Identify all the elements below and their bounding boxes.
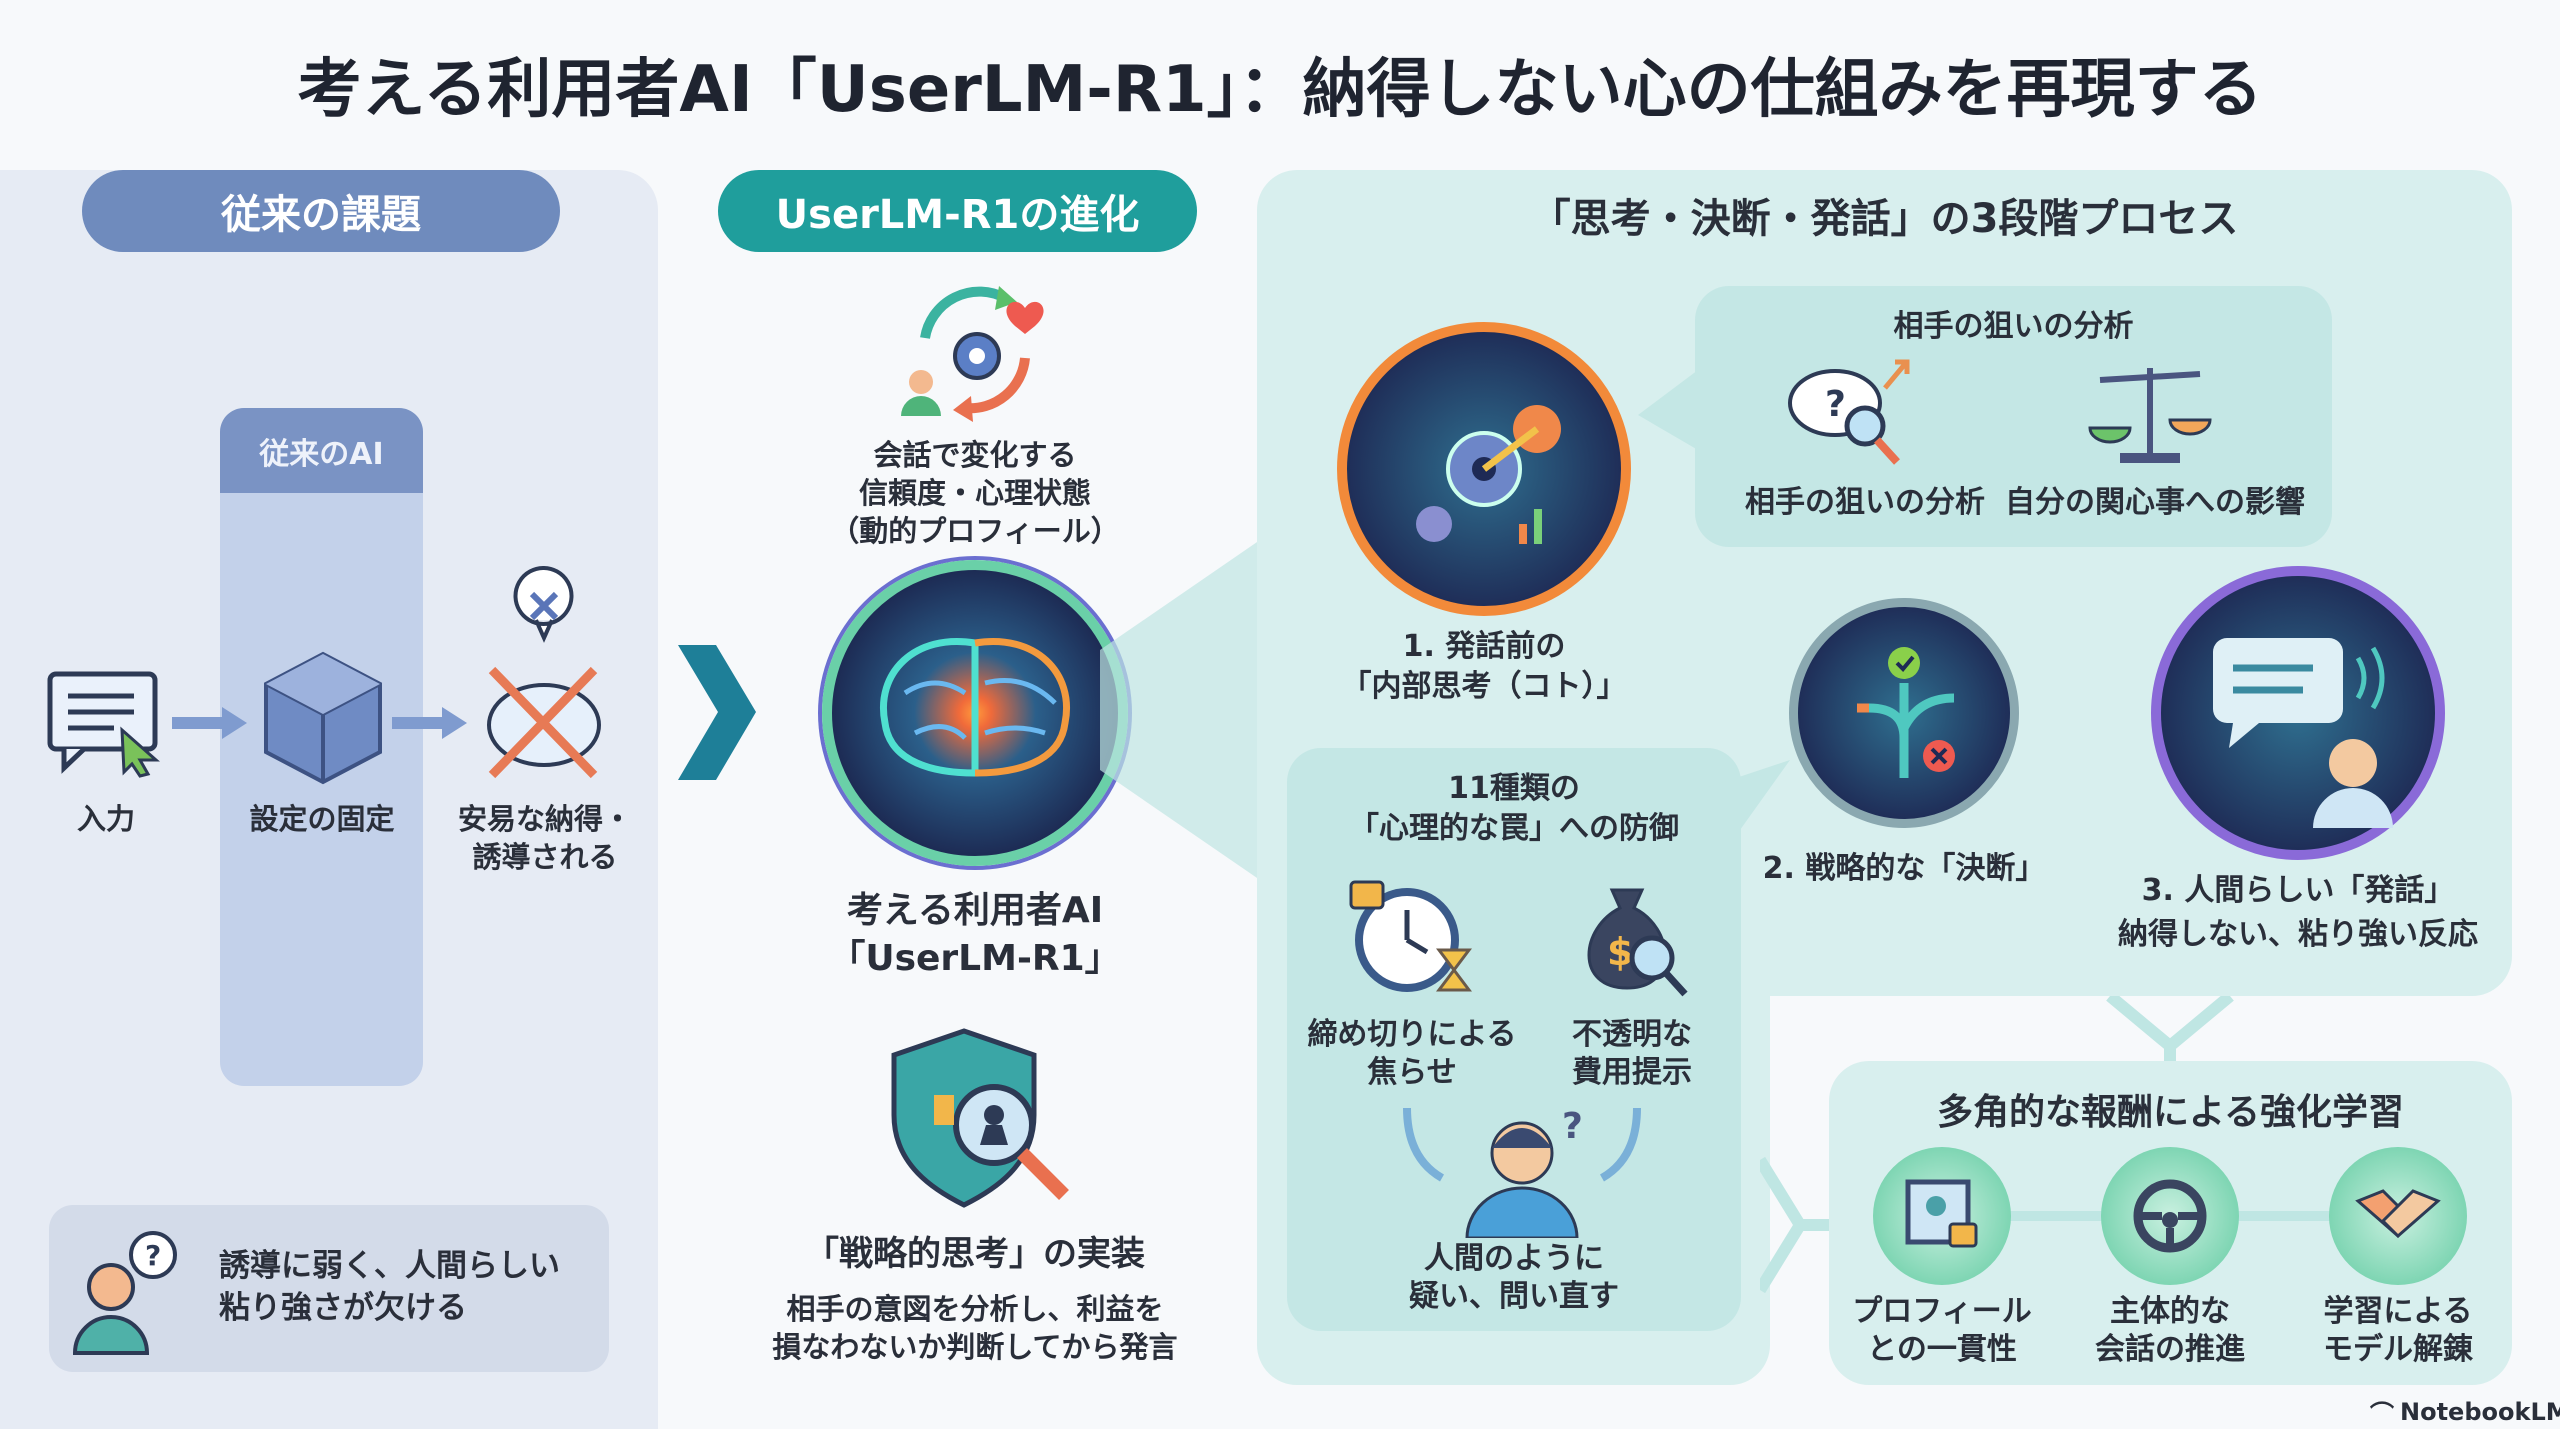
problem-text-2: 粘り強さが欠ける <box>219 1290 467 1326</box>
steering-wheel-icon <box>2101 1147 2239 1285</box>
decision-fork-icon <box>1789 598 2019 828</box>
traps-title-2: 「心理的な罠」への防御 <box>1349 811 1679 846</box>
step2-label: 2. 戦略的な「決断」 <box>1762 851 2046 886</box>
brain-icon <box>822 560 1128 866</box>
page-title: 考える利用者AI「UserLM-R1」：納得しない心の仕組みを再現する <box>297 53 2263 127</box>
connector-left <box>1760 1156 1830 1294</box>
trap-cost-2: 費用提示 <box>1572 1055 1692 1090</box>
human-speech-icon <box>2151 566 2445 860</box>
chevron-right-icon <box>678 645 756 780</box>
reward-item-2-line1: 主体的な <box>2110 1294 2230 1329</box>
handshake-icon <box>2329 1147 2467 1285</box>
reward-title: 多角的な報酬による強化学習 <box>1937 1092 2404 1133</box>
questioning-person-icon: ? <box>1403 1106 1641 1238</box>
balance-scale-icon <box>2088 368 2212 463</box>
traps-title-1: 11種類の <box>1448 771 1580 806</box>
step-result-label-2: 誘導される <box>472 840 618 874</box>
arrow-icon <box>392 707 467 739</box>
confused-user-icon: ? <box>72 1231 177 1355</box>
rejected-thought-icon <box>487 566 601 779</box>
deadline-clock-icon <box>1349 880 1472 992</box>
strategy-shield-icon <box>891 1028 1069 1208</box>
profile-lock-icon <box>1873 1147 2011 1285</box>
notebooklm-logo-icon: ⌒ <box>2370 1400 2394 1428</box>
internal-thought-icon <box>1337 322 1631 616</box>
process-title: 「思考・決断・発話」の3段階プロセス <box>1530 196 2239 242</box>
profile-text-2: 信頼度・心理状態 <box>858 476 1091 510</box>
bubble-tail <box>1700 760 1790 830</box>
strategy-title: 「戦略的思考」の実装 <box>805 1234 1145 1274</box>
bubble-tail <box>1638 370 1698 450</box>
reward-item-2-line2: 会話の推進 <box>2095 1332 2245 1367</box>
trap-deadline-1: 締め切りによる <box>1307 1017 1517 1052</box>
trap-defense-1: 人間のように <box>1424 1241 1604 1276</box>
traps-bubble: 11種類の 「心理的な罠」への防御 $ 締め切りによる 焦らせ 不透明な 費用提… <box>1287 748 1741 1331</box>
core-title-2: 「UserLM-R1」 <box>829 938 1121 979</box>
reward-item-3-line1: 学習による <box>2323 1294 2473 1329</box>
connector-down <box>2106 996 2234 1066</box>
trap-defense-2: 疑い、問い直す <box>1409 1279 1619 1314</box>
svg-text:?: ? <box>145 1239 161 1272</box>
core-title-1: 考える利用者AI <box>846 890 1104 931</box>
analysis-bubble: 相手の狙いの分析 ? 相手の狙いの分析 自分の関心事への影響 <box>1695 286 2332 547</box>
input-chat-icon <box>47 671 160 778</box>
strategy-text-1: 相手の意図を分析し、利益を <box>786 1292 1164 1326</box>
legacy-header: 従来の課題 <box>82 170 560 252</box>
reward-panel: 多角的な報酬による強化学習 プロフィール との一貫性 主体的な 会話の推進 学習… <box>1829 1061 2512 1385</box>
profile-text-1: 会話で変化する <box>873 438 1077 472</box>
trap-cost-1: 不透明な <box>1572 1017 1692 1052</box>
reward-item-3-line2: モデル解錬 <box>2323 1332 2473 1367</box>
step-input-label: 入力 <box>76 802 135 836</box>
evolution-header: UserLM-R1の進化 <box>718 170 1197 252</box>
step3-label-1: 3. 人間らしい「発話」 <box>2141 873 2455 908</box>
strategy-text-2: 損なわないか判断してから発言 <box>772 1330 1178 1364</box>
reward-item-1-line1: プロフィール <box>1852 1294 2032 1329</box>
step1-label-2: 「内部思考（コト）」 <box>1341 669 1627 704</box>
step-fixed-label: 設定の固定 <box>249 802 395 836</box>
analysis-title: 相手の狙いの分析 <box>1893 309 2134 344</box>
problem-text-1: 誘導に弱く、人間らしい <box>219 1248 560 1284</box>
notebooklm-text: NotebookLM <box>2400 1397 2560 1426</box>
trap-deadline-2: 焦らせ <box>1367 1055 1457 1090</box>
analysis-item-2: 自分の関心事への影響 <box>2005 485 2305 520</box>
legacy-ai-title: 従来のAI <box>220 408 423 493</box>
analysis-item-1: 相手の狙いの分析 <box>1745 485 1985 520</box>
thought-magnifier-icon: ? <box>1788 359 1910 465</box>
problem-box: ? 誘導に弱く、人間らしい 粘り強さが欠ける <box>49 1205 609 1372</box>
fixed-cube-icon <box>264 651 382 785</box>
svg-text:?: ? <box>1562 1106 1583 1147</box>
step-result-label-1: 安易な納得・ <box>457 802 632 836</box>
profile-text-3: （動的プロフィール） <box>830 514 1120 548</box>
dynamic-profile-cycle-icon <box>901 286 1044 422</box>
svg-text:?: ? <box>1825 384 1846 425</box>
step3-label-2: 納得しない、粘り強い反応 <box>2118 917 2478 952</box>
connector-beam <box>1100 540 1260 880</box>
notebooklm-watermark: ⌒NotebookLM <box>2370 1394 2560 1429</box>
svg-text:$: $ <box>1607 930 1633 974</box>
reward-item-1-line2: との一貫性 <box>1867 1332 2017 1367</box>
money-bag-magnifier-icon: $ <box>1587 888 1688 997</box>
arrow-icon <box>172 707 247 739</box>
step1-label-1: 1. 発話前の <box>1402 629 1566 664</box>
